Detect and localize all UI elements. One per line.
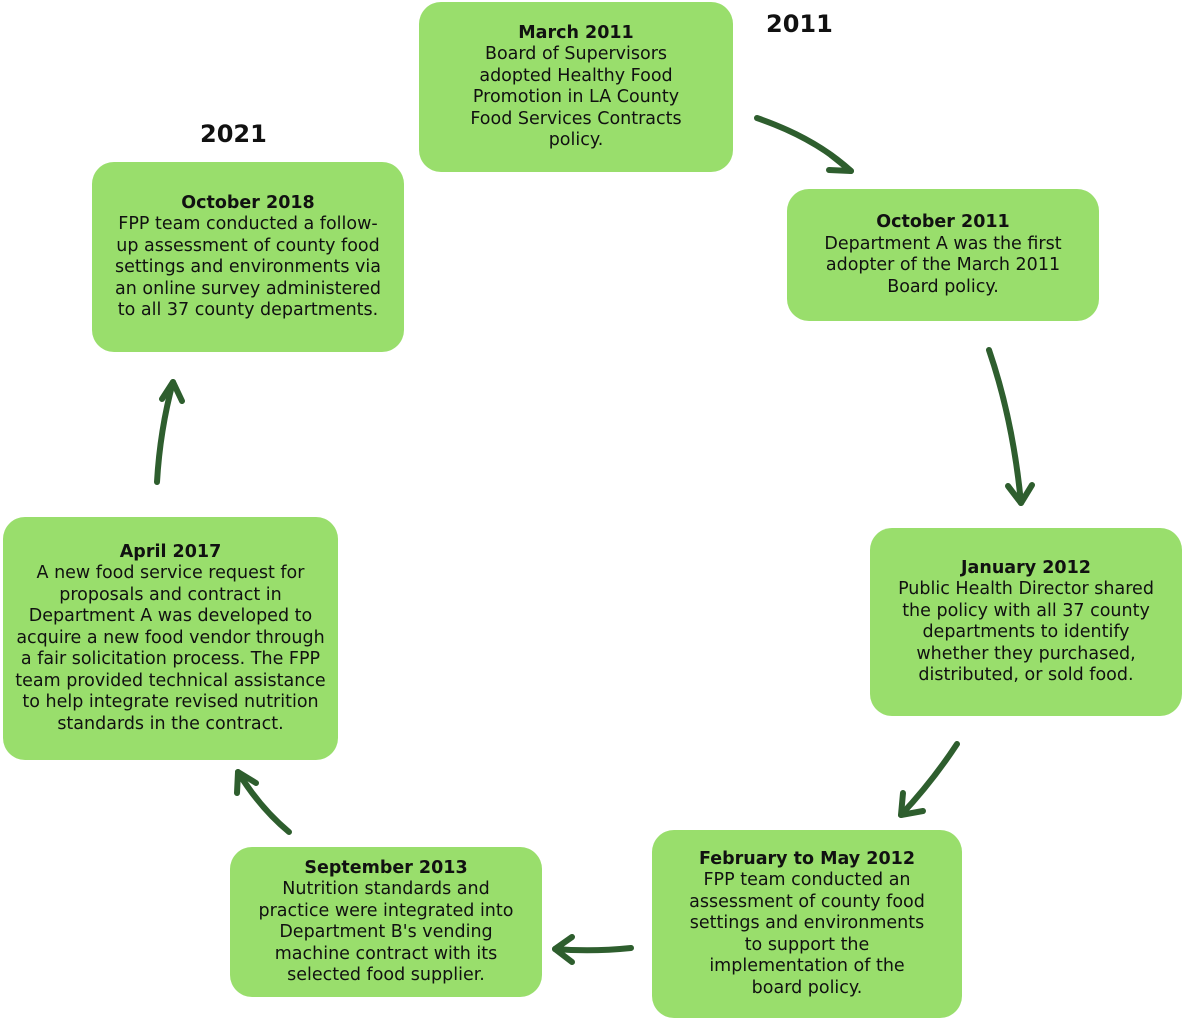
step-description: FPP team conducted a follow-up assessmen… [115,214,381,320]
arrow-march-to-october-2011 [754,115,854,174]
step-date: September 2013 [304,857,468,878]
step-description: Public Health Director shared the policy… [898,579,1154,685]
arrow-january-to-february-2012 [898,741,960,818]
step-october-2011: October 2011 Department A was the first … [787,189,1099,321]
step-october-2018: October 2018 FPP team conducted a follow… [92,162,404,352]
step-description: A new food service request for proposals… [15,563,326,734]
step-date: October 2018 [181,192,315,213]
step-january-2012: January 2012 Public Health Director shar… [870,528,1182,716]
step-date: February to May 2012 [698,848,916,869]
step-date: March 2011 [518,22,634,43]
year-label-end: 2021 [200,120,267,148]
year-label-start: 2011 [766,10,833,38]
step-date: January 2012 [961,557,1091,578]
step-date: April 2017 [119,541,222,562]
step-description: FPP team conducted an assessment of coun… [689,870,925,998]
step-description: Board of Supervisors adopted Healthy Foo… [470,44,682,150]
step-description: Department A was the first adopter of th… [824,233,1062,297]
step-april-2017: April 2017 A new food service request fo… [3,517,338,760]
step-september-2013: September 2013 Nutrition standards and p… [230,847,542,997]
arrow-april-2017-to-october-2018 [154,379,185,485]
arrow-october-2011-to-january-2012 [986,347,1035,506]
step-description: Nutrition standards and practice were in… [258,879,514,985]
arrow-september-2013-to-april-2017 [234,769,292,835]
step-date: October 2011 [876,212,1010,232]
step-february-to-may-2012: February to May 2012 FPP team conducted … [652,830,962,1018]
step-march-2011: March 2011 Board of Supervisors adopted … [419,2,733,172]
arrow-february-2012-to-september-2013 [552,934,634,965]
